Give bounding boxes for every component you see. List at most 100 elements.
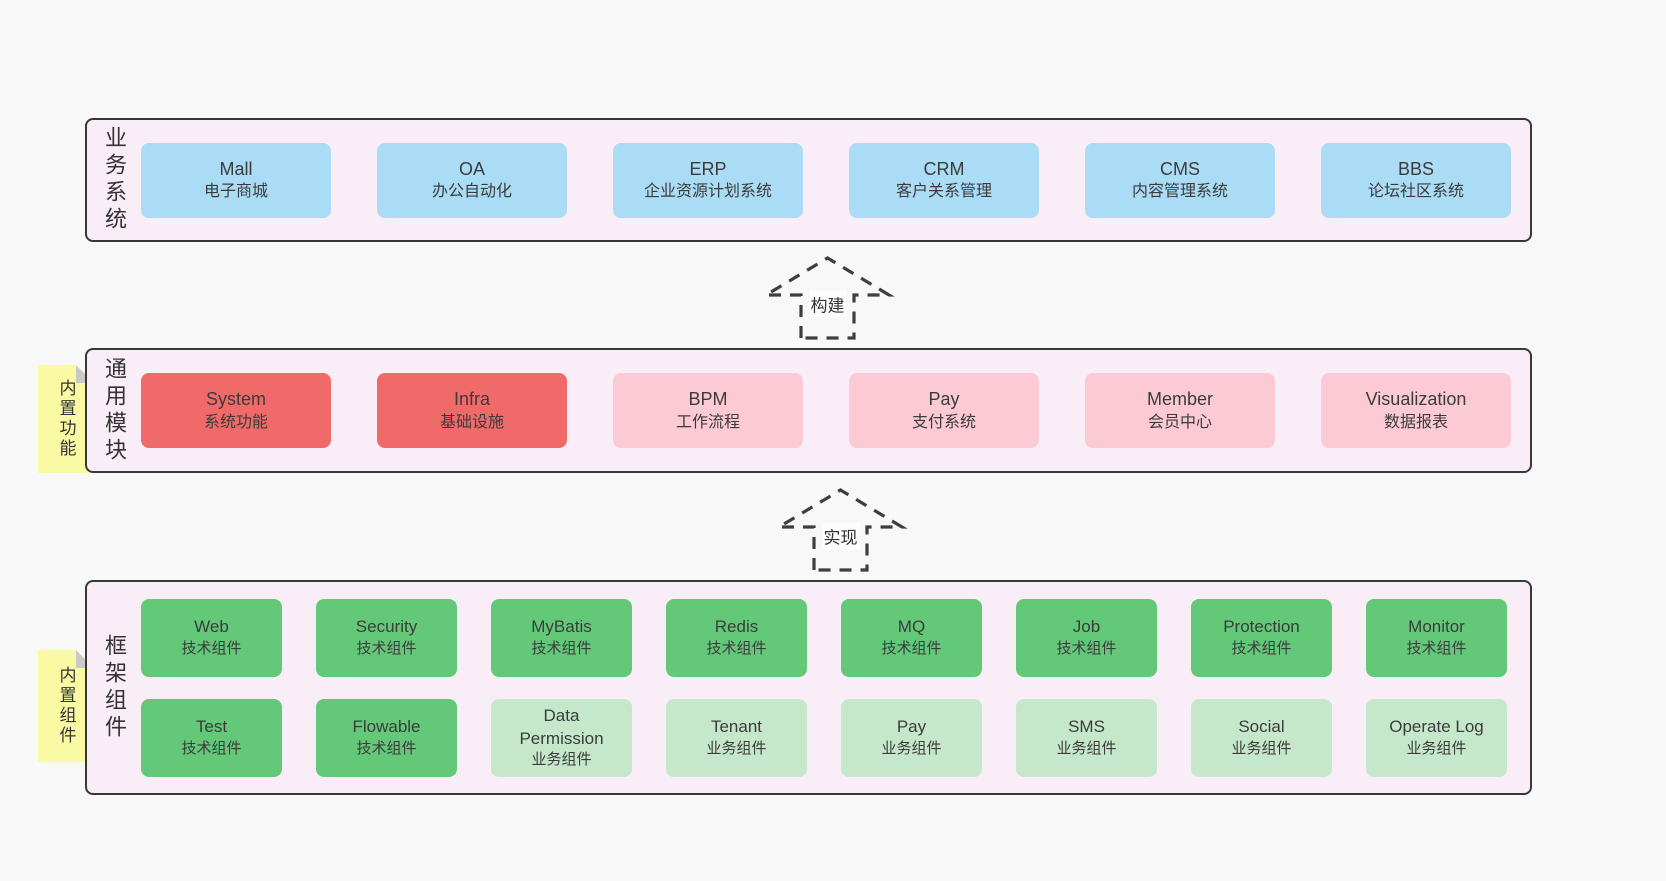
- module-box-erp: ERP 企业资源计划系统: [613, 142, 803, 218]
- module-name-en: Tenant: [710, 717, 763, 737]
- module-name-en: Member: [1146, 389, 1213, 410]
- module-box-web: Web 技术组件: [141, 598, 282, 677]
- module-box-oa: OA 办公自动化: [377, 142, 567, 218]
- module-name-zh: 系统功能: [203, 413, 268, 431]
- module-name-zh: 技术组件: [706, 639, 767, 657]
- module-name-en: CRM: [923, 158, 965, 179]
- module-name-en: Web: [194, 617, 229, 637]
- module-name-en: Mall: [219, 158, 253, 179]
- module-name-en: Pay: [928, 389, 960, 410]
- module-name-en: System: [205, 389, 266, 410]
- band-title-framework-components: 框架组件: [102, 633, 127, 742]
- module-name-en: SMS: [1068, 717, 1105, 737]
- module-name-zh: 数据报表: [1383, 413, 1448, 431]
- implement-arrow-label: 实现: [821, 522, 860, 550]
- module-name-zh: 企业资源计划系统: [643, 183, 772, 201]
- module-name-en: Data Permission: [519, 706, 604, 748]
- module-name-en: Redis: [714, 617, 759, 637]
- band-common-modules: 通用模块 System 系统功能 Infra 基础设施 BPM 工作流程 Pay 支付系统 Mem…: [85, 348, 1532, 473]
- sticky-note-common-modules: 内置功能: [38, 365, 94, 473]
- module-name-zh: 基础设施: [439, 413, 504, 431]
- module-name-zh: 业务组件: [1406, 739, 1467, 757]
- module-box-sms: SMS 业务组件: [1016, 698, 1157, 777]
- module-box-pay: Pay 业务组件: [841, 698, 982, 777]
- module-name-zh: 技术组件: [881, 639, 942, 657]
- module-name-en: Social: [1238, 717, 1285, 737]
- module-name-zh: 办公自动化: [431, 183, 512, 201]
- module-name-en: BBS: [1397, 158, 1435, 179]
- module-name-zh: 支付系统: [911, 413, 976, 431]
- module-name-zh: 技术组件: [181, 639, 242, 657]
- module-box-mq: MQ 技术组件: [841, 598, 982, 677]
- module-box-social: Social 业务组件: [1191, 698, 1332, 777]
- module-box-test: Test 技术组件: [141, 698, 282, 777]
- module-name-zh: 技术组件: [356, 639, 417, 657]
- implement-arrow: 实现: [773, 487, 908, 573]
- module-box-data-permission: Data Permission 业务组件: [491, 698, 632, 777]
- module-box-security: Security 技术组件: [316, 598, 457, 677]
- module-row: Mall 电子商城 OA 办公自动化 ERP 企业资源计划系统 CRM 客户关系管理 CMS 内容…: [141, 142, 1516, 218]
- up-arrow-icon: [773, 488, 908, 572]
- module-name-en: BPM: [688, 389, 728, 410]
- module-name-zh: 电子商城: [203, 183, 268, 201]
- module-name-zh: 技术组件: [531, 639, 592, 657]
- module-name-en: Job: [1072, 617, 1101, 637]
- module-name-en: CMS: [1160, 158, 1200, 179]
- module-name-en: OA: [458, 158, 485, 179]
- module-name-en: Protection: [1223, 617, 1300, 637]
- band-content: Mall 电子商城 OA 办公自动化 ERP 企业资源计划系统 CRM 客户关系管理 CMS 内容…: [141, 120, 1530, 240]
- module-box-bbs: BBS 论坛社区系统: [1321, 142, 1511, 218]
- module-name-en: Test: [195, 717, 228, 737]
- module-name-en: Pay: [896, 717, 927, 737]
- module-name-en: MQ: [897, 617, 926, 637]
- module-box-crm: CRM 客户关系管理: [849, 142, 1039, 218]
- module-box-tenant: Tenant 业务组件: [666, 698, 807, 777]
- module-name-zh: 技术组件: [356, 739, 417, 757]
- module-box-redis: Redis 技术组件: [666, 598, 807, 677]
- module-box-mall: Mall 电子商城: [141, 142, 331, 218]
- module-name-en: Infra: [453, 389, 491, 410]
- module-name-en: Security: [355, 617, 418, 637]
- module-name-zh: 技术组件: [1231, 639, 1292, 657]
- module-name-zh: 论坛社区系统: [1367, 183, 1464, 201]
- module-name-zh: 客户关系管理: [895, 183, 992, 201]
- module-name-en: ERP: [689, 158, 727, 179]
- module-name-zh: 业务组件: [706, 739, 767, 757]
- up-arrow-icon: [760, 256, 895, 340]
- module-name-zh: 业务组件: [531, 751, 592, 769]
- module-name-zh: 技术组件: [181, 739, 242, 757]
- module-box-visualization: Visualization 数据报表: [1321, 373, 1511, 448]
- build-arrow-label: 构建: [808, 290, 847, 318]
- band-title-business-systems: 业务系统: [102, 126, 127, 234]
- module-box-bpm: BPM 工作流程: [613, 373, 803, 448]
- module-name-zh: 业务组件: [881, 739, 942, 757]
- build-arrow: 构建: [760, 255, 895, 341]
- module-name-zh: 业务组件: [1231, 739, 1292, 757]
- band-title-common-modules: 通用模块: [102, 356, 127, 465]
- module-name-en: Visualization: [1365, 389, 1467, 410]
- module-box-infra: Infra 基础设施: [377, 373, 567, 448]
- module-name-en: Monitor: [1408, 617, 1465, 637]
- sticky-note-framework-components: 内置组件: [38, 650, 94, 762]
- module-name-en: Flowable: [352, 717, 421, 737]
- module-name-en: Operate Log: [1389, 717, 1484, 737]
- module-name-zh: 工作流程: [675, 413, 740, 431]
- module-name-zh: 内容管理系统: [1131, 183, 1228, 201]
- module-name-zh: 业务组件: [1056, 739, 1117, 757]
- module-name-zh: 技术组件: [1056, 639, 1117, 657]
- module-box-pay: Pay 支付系统: [849, 373, 1039, 448]
- module-box-system: System 系统功能: [141, 373, 331, 448]
- module-box-cms: CMS 内容管理系统: [1085, 142, 1275, 218]
- module-box-operate-log: Operate Log 业务组件: [1366, 698, 1507, 777]
